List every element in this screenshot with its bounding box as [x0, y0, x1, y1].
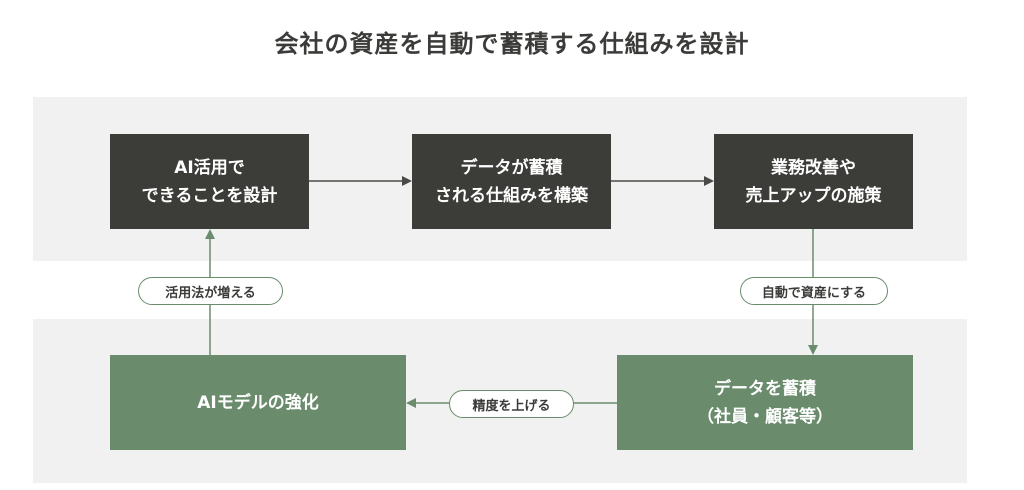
diagram-title: 会社の資産を自動で蓄積する仕組みを設計 [274, 30, 750, 58]
arrow-ai-use-to-data-system [309, 176, 412, 186]
improve-accuracy-label: 精度を上げる [449, 390, 574, 418]
ai-use-design-box: AI活用で できることを設計 [110, 134, 309, 229]
increase-use-label: 活用法が増える [138, 277, 283, 305]
data-accumulation-box: データを蓄積 （社員・顧客等） [617, 355, 913, 450]
ai-model-box: AIモデルの強化 [110, 355, 406, 450]
auto-asset-label: 自動で資産にする [740, 277, 888, 305]
arrow-data-system-to-business [611, 176, 714, 186]
business-improvement-box: 業務改善や 売上アップの施策 [714, 134, 913, 229]
data-system-box: データが蓄積 される仕組みを構築 [412, 134, 611, 229]
